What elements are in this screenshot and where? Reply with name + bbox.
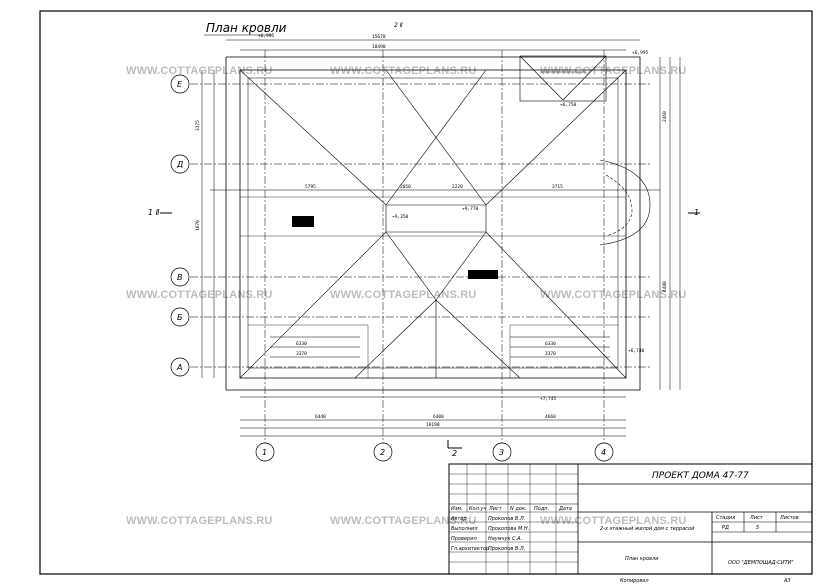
dormer xyxy=(519,55,607,102)
watermark: WWW.COTTAGEPLANS.RU xyxy=(330,289,477,301)
dim-text: 6330 xyxy=(296,341,307,347)
axis-label-a: А xyxy=(176,363,182,372)
roof-outline xyxy=(225,56,641,391)
axis-label-v: В xyxy=(177,273,183,282)
footer-right: А3 xyxy=(783,578,791,584)
bay-window xyxy=(599,159,651,246)
dim-text: 18190 xyxy=(426,422,440,428)
watermark: WWW.COTTAGEPLANS.RU xyxy=(126,515,273,527)
person: Прокопов В.Л. xyxy=(488,516,525,522)
axis-label-4: 4 xyxy=(601,448,606,457)
dim-text: 2220 xyxy=(452,184,463,190)
dim-text: +7,745 xyxy=(540,396,557,402)
title-block-text: ПРОЕКТ ДОМА 47-77 2-х этажный жилой дом … xyxy=(450,471,799,566)
dim-text: 3370 xyxy=(545,351,556,357)
dim-text: +6,750 xyxy=(560,102,577,108)
axis-label-1: 1 xyxy=(262,448,267,457)
dimension-lines xyxy=(201,39,681,437)
company-name: ООО "ДЕМПОЩАД-СИТИ" xyxy=(728,560,794,566)
col-header: Подп. xyxy=(534,506,549,512)
watermark: WWW.COTTAGEPLANS.RU xyxy=(540,289,687,301)
dim-text: +6,740 xyxy=(628,348,645,354)
stage-value: РД xyxy=(722,525,729,531)
cut-bottom-label: 2 xyxy=(452,449,457,458)
col-header: Изм. xyxy=(451,506,463,512)
dim-text: 2050 xyxy=(400,184,411,190)
section-mark: 2 Ⅱ xyxy=(394,22,403,29)
level-markers xyxy=(292,216,498,279)
dim-text: 6440 xyxy=(315,414,326,420)
sheet-label: Лист xyxy=(749,515,764,521)
col-header: N док. xyxy=(510,506,526,512)
sheet-title: План кровли xyxy=(625,556,659,562)
dim-text: 5795 xyxy=(305,184,316,190)
person: Прокопов В.Л. xyxy=(488,546,525,552)
axis-label-b: Б xyxy=(177,313,183,322)
col-header: Лист xyxy=(488,506,503,512)
person: Наумчук С.А. xyxy=(488,536,522,542)
dim-text: +6,995 xyxy=(258,33,275,39)
dim-text: 3375 xyxy=(195,120,201,131)
dim-text: +9,350 xyxy=(392,214,409,220)
watermark: WWW.COTTAGEPLANS.RU xyxy=(330,515,477,527)
role: Выполнил xyxy=(451,526,478,532)
watermarks: WWW.COTTAGEPLANS.RU WWW.COTTAGEPLANS.RU … xyxy=(126,65,687,527)
sheet-value: 5 xyxy=(756,525,759,531)
role: Автор xyxy=(450,516,467,522)
dim-text: 15670 xyxy=(372,34,386,40)
role: Гл.архитектор xyxy=(451,546,489,552)
dim-text: 2460 xyxy=(662,111,668,122)
dim-text: 6400 xyxy=(433,414,444,420)
watermark: WWW.COTTAGEPLANS.RU xyxy=(126,289,273,301)
axis-lines xyxy=(190,50,650,445)
axis-label-3: 3 xyxy=(499,448,504,457)
axis-bubbles-vertical: 1 2 3 4 xyxy=(255,442,614,462)
footer-left: Копировал xyxy=(620,578,649,584)
watermark: WWW.COTTAGEPLANS.RU xyxy=(540,515,687,527)
axis-label-2: 2 xyxy=(380,448,385,457)
col-header: Дата xyxy=(558,506,572,512)
dim-text: 18490 xyxy=(372,44,386,50)
dim-text: 3370 xyxy=(296,351,307,357)
drawing-title: План кровли xyxy=(206,21,287,35)
project-description: 2-х этажный жилой дом с террасой xyxy=(600,526,695,532)
roof-ridges xyxy=(239,69,627,379)
sheets-label: Листов xyxy=(779,515,799,521)
watermark: WWW.COTTAGEPLANS.RU xyxy=(330,65,477,77)
dim-text: +6,995 xyxy=(632,50,649,56)
title-block xyxy=(448,463,813,575)
dim-text: 6330 xyxy=(545,341,556,347)
sheet-border xyxy=(39,10,813,575)
watermark: WWW.COTTAGEPLANS.RU xyxy=(126,65,273,77)
project-name: ПРОЕКТ ДОМА 47-77 xyxy=(652,471,749,481)
axis-label-d: Д xyxy=(176,160,183,169)
stage-label: Стадия xyxy=(716,515,735,521)
dim-text: 3715 xyxy=(552,184,563,190)
watermark: WWW.COTTAGEPLANS.RU xyxy=(540,65,687,77)
section-cuts xyxy=(160,212,700,449)
dim-text: +9,770 xyxy=(462,206,479,212)
dim-text: 4480 xyxy=(662,281,668,292)
role: Проверил xyxy=(451,536,477,542)
person: Прокопова М.Н. xyxy=(488,526,529,532)
axis-bubbles-horizontal: Е Д В Б А xyxy=(170,74,190,377)
dim-text: 1670 xyxy=(195,220,201,231)
axis-label-e: Е xyxy=(177,80,183,89)
cut-left-label: 1 Ⅱ xyxy=(148,208,160,217)
dim-text: 4660 xyxy=(545,414,556,420)
dimension-texts: +6,995 15670 18490 +6,995 5795 2050 2220… xyxy=(195,33,668,428)
col-header: Кол.уч xyxy=(469,506,486,512)
cut-right-label: 1 xyxy=(694,208,699,217)
